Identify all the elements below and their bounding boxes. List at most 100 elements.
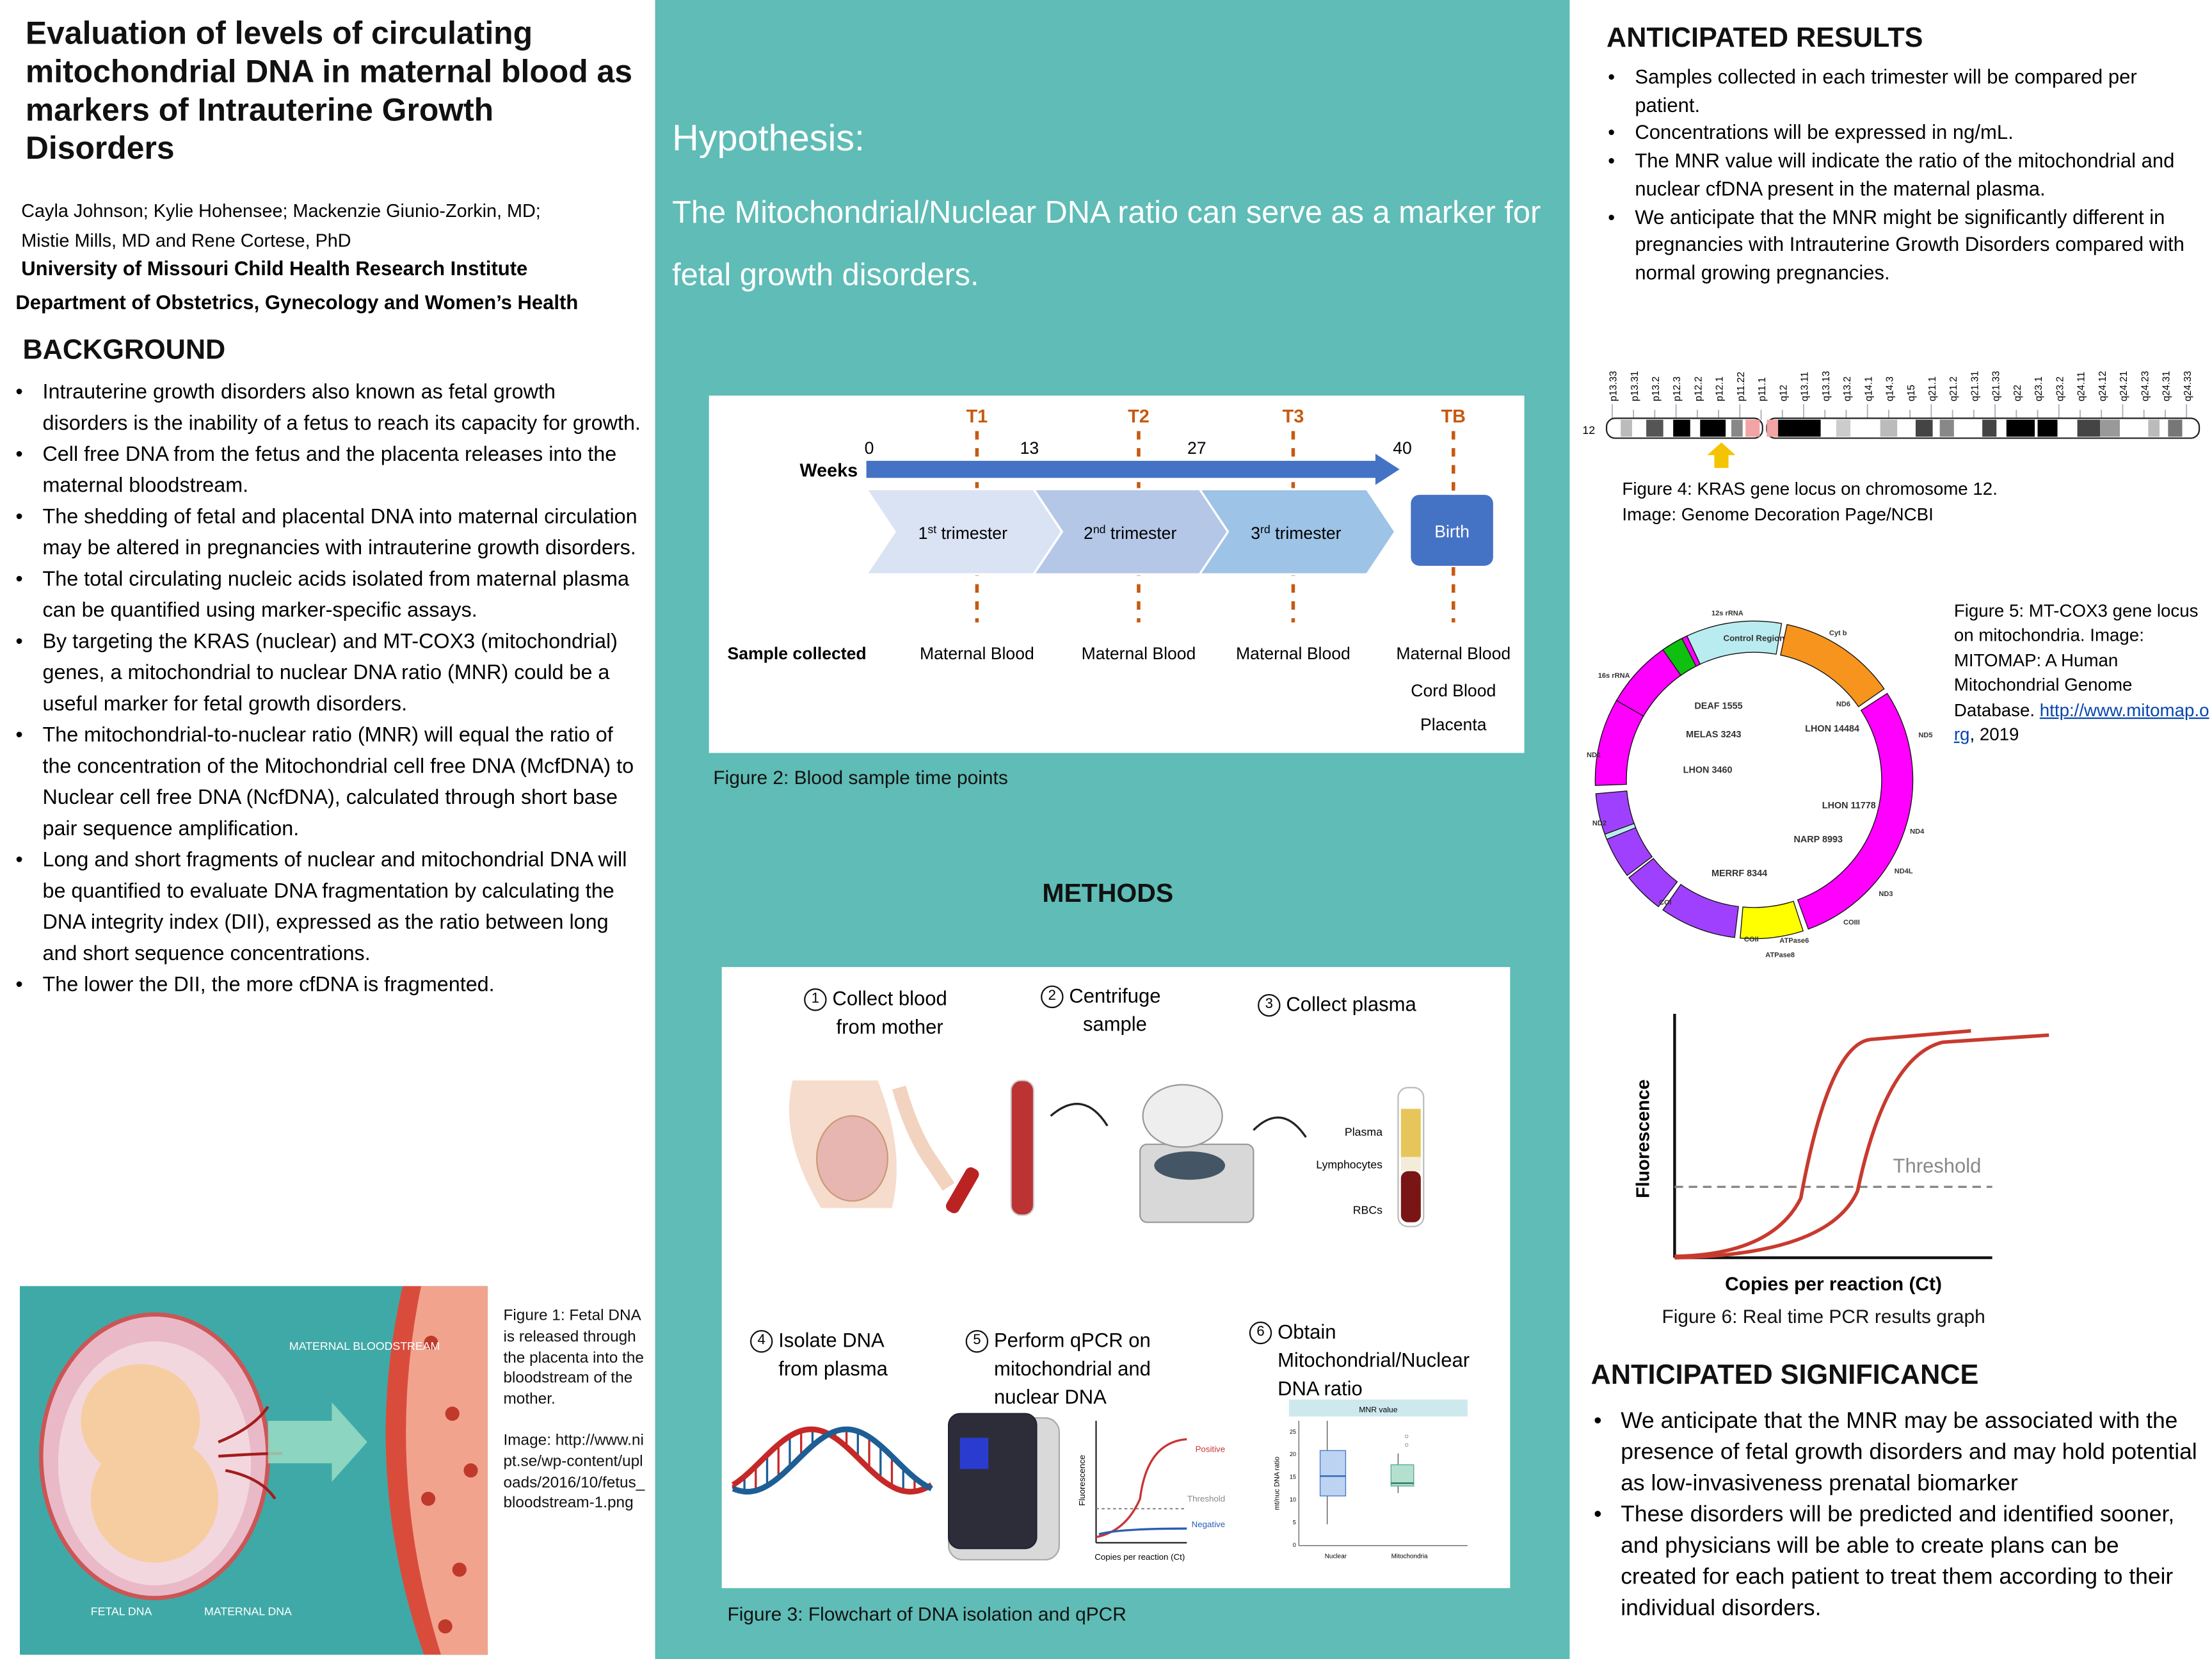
- genome-segment: [1780, 623, 1885, 708]
- bullet-item: The MNR value will indicate the ratio of…: [1604, 148, 2199, 204]
- arrow-icon: [1050, 1103, 1109, 1126]
- significance-list: We anticipate that the MNR may be associ…: [1589, 1407, 2199, 1625]
- mito-label-coiii: COIII: [1843, 918, 1860, 926]
- mito-label-deaf: DEAF 1555: [1694, 701, 1742, 712]
- step-text: Mitochondrial/Nuclear: [1278, 1348, 1470, 1372]
- figure4-caption-line: Figure 4: KRAS gene locus on chromosome …: [1622, 479, 1998, 499]
- timepoint-label: T1: [966, 406, 988, 427]
- chromosome-band: [2168, 419, 2183, 437]
- band-label: p12.1: [1715, 376, 1726, 401]
- bullet-item: The shedding of fetal and placental DNA …: [12, 502, 644, 564]
- figure6-caption: Figure 6: Real time PCR results graph: [1662, 1306, 1985, 1327]
- week-tick: 13: [1020, 438, 1039, 458]
- mito-label-rrna16: 16s rRNA: [1598, 672, 1630, 680]
- legend-fetal-dna: FETAL DNA: [91, 1605, 152, 1617]
- trimester-label: 3rd trimester: [1251, 523, 1341, 543]
- band-label: p11.1: [1757, 377, 1768, 401]
- affiliation: University of Missouri Child Health Rese…: [21, 256, 528, 280]
- step-number-badge: 5: [965, 1330, 989, 1353]
- mini-qpcr-chart: Fluorescence Copies per reaction (Ct) Po…: [1077, 1420, 1225, 1562]
- genome-segment: [1797, 693, 1914, 930]
- bullet-item: Intrauterine growth disorders also known…: [12, 377, 644, 439]
- band-label: q14.1: [1863, 376, 1874, 401]
- bullet-item: We anticipate that the MNR may be associ…: [1589, 1407, 2199, 1500]
- figure1-caption: Figure 1: Fetal DNA is released through …: [503, 1306, 648, 1514]
- band-label: q13.11: [1800, 372, 1811, 401]
- kras-locus-arrow-icon: [1707, 442, 1736, 469]
- chromosome-band: [1836, 419, 1851, 437]
- bullet-item: The total circulating nucleic acids isol…: [12, 565, 644, 627]
- y-axis-label: Fluorescence: [1633, 1079, 1654, 1198]
- chromosome-band: [1982, 419, 1997, 437]
- step-number-badge: 3: [1258, 993, 1281, 1017]
- mito-label-nd4l: ND4L: [1895, 868, 1913, 876]
- genome-segment: [1740, 901, 1804, 940]
- band-label: q24.11: [2076, 372, 2087, 401]
- figure4-caption: Figure 4: KRAS gene locus on chromosome …: [1622, 478, 1997, 528]
- band-label: p11.22: [1736, 372, 1747, 401]
- band-label: q22: [2012, 385, 2023, 401]
- qpcr-machine-icon: [947, 1413, 1061, 1561]
- step-text: Collect blood: [832, 986, 947, 1010]
- chromosome-band: [1767, 419, 1779, 437]
- mitomap-link[interactable]: http://www.mitomap.org: [1953, 700, 2209, 745]
- sample-type: Maternal Blood: [920, 644, 1034, 663]
- trimester-label: 1st trimester: [918, 523, 1007, 543]
- sample-type: Placenta: [1420, 715, 1487, 734]
- band-label: q24.12: [2097, 371, 2108, 401]
- timepoint-label: TB: [1441, 406, 1466, 427]
- dna-strand: [732, 1426, 933, 1495]
- band-label: q23.1: [2033, 376, 2044, 401]
- week-tick: 27: [1187, 438, 1206, 458]
- bullet-item: By targeting the KRAS (nuclear) and MT-C…: [12, 627, 644, 720]
- mito-label-nd5: ND5: [1918, 732, 1932, 739]
- chromosome-band: [2100, 419, 2120, 437]
- threshold-label: Threshold: [1893, 1155, 1982, 1177]
- band-label: q24.31: [2161, 371, 2172, 401]
- pregnant-mother-illustration: [789, 1080, 979, 1214]
- band-label: p13.2: [1651, 376, 1662, 401]
- chromosome-band: [1745, 419, 1760, 437]
- background-heading: BACKGROUND: [22, 334, 226, 366]
- figure5-caption: Figure 5: MT-COX3 gene locus on mitochon…: [1954, 600, 2209, 748]
- tube-label-rbcs: RBCs: [1353, 1203, 1382, 1216]
- legend-maternal-dna: MATERNAL DNA: [204, 1605, 292, 1617]
- step-text: Perform qPCR on: [993, 1328, 1151, 1352]
- bullet-item: Cell free DNA from the fetus and the pla…: [12, 440, 644, 502]
- mito-label-nd4: ND4: [1910, 828, 1925, 836]
- chromosome-band: [2148, 419, 2160, 437]
- bullet-item: These disorders will be predicted and id…: [1589, 1500, 2199, 1625]
- bloodstream-label: MATERNAL BLOODSTREAM: [289, 1340, 440, 1352]
- poster-title: Evaluation of levels of circulating mito…: [25, 15, 632, 166]
- week-tick: 0: [865, 438, 874, 458]
- mito-label-coii: COII: [1744, 936, 1759, 943]
- genome-segment: [1662, 637, 1697, 677]
- band-label: q14.3: [1885, 376, 1896, 401]
- band-label: p13.31: [1630, 371, 1640, 401]
- genome-segment: [1595, 790, 1653, 876]
- mito-label-melas: MELAS 3243: [1686, 730, 1741, 740]
- mini-negative: Negative: [1192, 1519, 1225, 1529]
- results-heading: ANTICIPATED RESULTS: [1607, 22, 1923, 54]
- boxplot-group: Nuclear: [1325, 1553, 1347, 1560]
- mito-label-lhon3460: LHON 3460: [1683, 765, 1733, 775]
- dna-helix-icon: [731, 1426, 933, 1495]
- boxplot-ytick: 10: [1290, 1496, 1296, 1503]
- band-label: q12: [1778, 385, 1789, 401]
- band-label: q24.21: [2119, 371, 2129, 401]
- sample-type: Maternal Blood: [1396, 644, 1511, 663]
- boxplot-ytick: 5: [1293, 1519, 1296, 1526]
- step-text: Centrifuge: [1069, 984, 1161, 1007]
- mito-label-control: Control Region: [1723, 633, 1784, 643]
- chromosome-band: [1621, 419, 1632, 437]
- x-axis-label: Copies per reaction (Ct): [1725, 1274, 1942, 1295]
- positive-curve-early: [1674, 1029, 1971, 1258]
- mito-label-nd6: ND6: [1836, 700, 1850, 708]
- trimester-label: 2nd trimester: [1084, 523, 1176, 543]
- chromosome-band: [1646, 419, 1663, 437]
- weeks-arrow: [866, 453, 1400, 485]
